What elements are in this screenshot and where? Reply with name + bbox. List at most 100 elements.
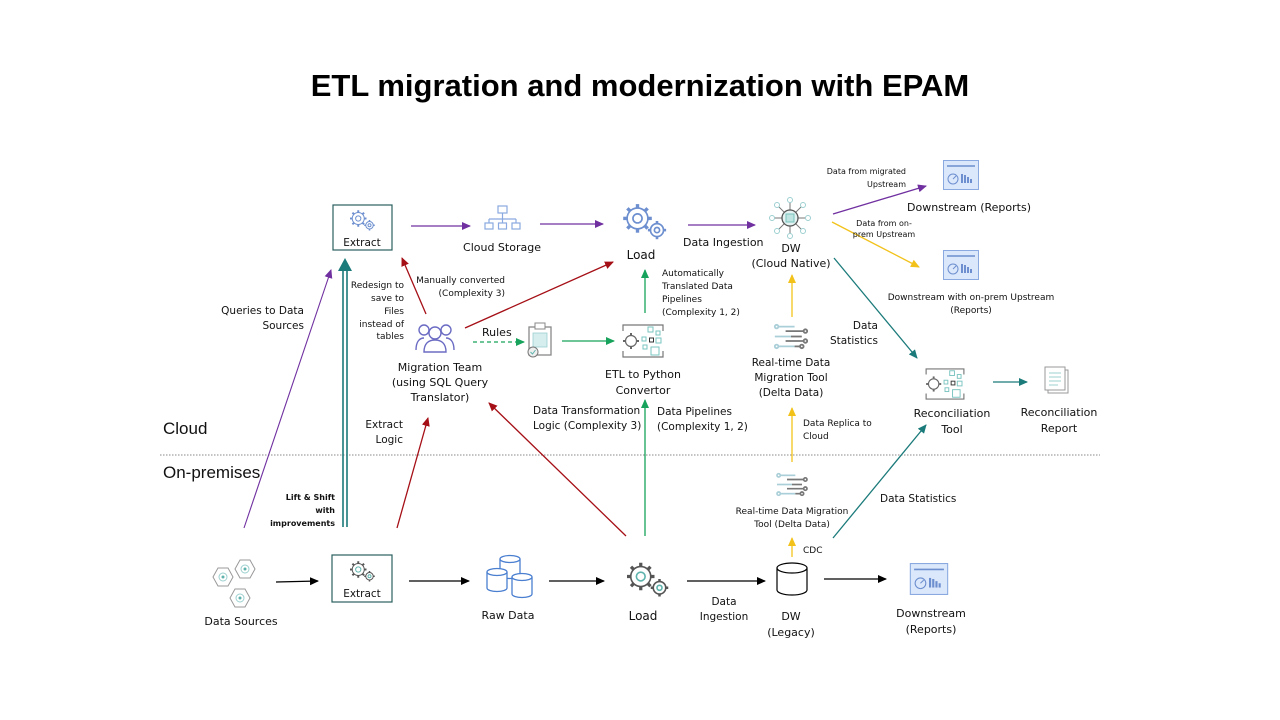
zone-label-cloud: Cloud bbox=[163, 419, 207, 438]
edge-label-lift-shift: Lift & Shift bbox=[286, 493, 335, 502]
node-reconciliation-report[interactable]: Reconciliation Report bbox=[1021, 366, 1098, 435]
edge-label-data-pipelines: Data Pipelines bbox=[657, 406, 732, 418]
stream-icon bbox=[776, 472, 808, 497]
node-load-onprem[interactable]: Load bbox=[625, 561, 670, 623]
edge-queries-to-data-sources bbox=[243, 269, 333, 529]
converter-icon bbox=[925, 367, 965, 401]
node-label: DW bbox=[781, 242, 800, 255]
node-label: Reconciliation bbox=[914, 407, 991, 420]
edge-label-auto-translated: Translated Data bbox=[661, 282, 733, 292]
gears-icon bbox=[621, 202, 668, 241]
edge-label-queries: Sources bbox=[262, 320, 304, 332]
hub-database-icon bbox=[769, 197, 811, 239]
edge-label-from-onprem: prem Upstream bbox=[853, 230, 916, 239]
edge-label-manually-converted: Manually converted bbox=[416, 276, 505, 286]
node-label: Extract bbox=[343, 237, 381, 249]
node-label: Cloud Storage bbox=[463, 241, 541, 254]
edge-label-from-onprem: Data from on- bbox=[856, 219, 912, 228]
node-label: Report bbox=[1041, 422, 1078, 435]
stream-icon bbox=[773, 323, 809, 350]
edge-label-data-replica: Cloud bbox=[803, 432, 829, 442]
node-reconciliation-tool[interactable]: Reconciliation Tool bbox=[914, 367, 991, 436]
node-cloud-storage[interactable]: Cloud Storage bbox=[463, 205, 541, 254]
node-label: Real-time Data bbox=[752, 357, 831, 369]
node-rules-document[interactable] bbox=[527, 322, 552, 358]
node-extract-onprem[interactable]: Extract bbox=[331, 554, 393, 603]
edge-label-data-pipelines: (Complexity 1, 2) bbox=[657, 421, 748, 433]
edge-label-redesign: Files bbox=[384, 307, 404, 317]
node-label: Load bbox=[627, 248, 656, 262]
node-migration-team[interactable]: Migration Team (using SQL Query Translat… bbox=[392, 324, 489, 404]
edge-label-redesign: Redesign to bbox=[351, 281, 405, 291]
node-label: (Reports) bbox=[950, 306, 992, 316]
edge-label-auto-translated: Pipelines bbox=[662, 295, 702, 305]
edge-label-queries: Queries to Data bbox=[221, 305, 304, 317]
page-title: ETL migration and modernization with EPA… bbox=[311, 68, 969, 103]
node-label: DW bbox=[781, 610, 800, 623]
edge-label-extract-logic: Extract bbox=[365, 419, 403, 431]
node-rt-tool-onprem[interactable]: Real-time Data Migration Tool (Delta Dat… bbox=[736, 472, 849, 530]
edge-lift-shift-arrowhead bbox=[338, 258, 352, 271]
edge-label-auto-translated: Automatically bbox=[662, 269, 725, 279]
node-label: Tool (Delta Data) bbox=[753, 520, 830, 530]
edge-label-data-ingestion-onprem: Ingestion bbox=[700, 611, 748, 623]
edge-label-data-ingestion-cloud: Data Ingestion bbox=[683, 236, 764, 249]
edge-label-from-migrated: Upstream bbox=[867, 180, 906, 189]
zone-label-on-premises: On-premises bbox=[163, 463, 260, 482]
node-label: Extract bbox=[343, 588, 381, 600]
edge-label-lift-shift: with bbox=[315, 506, 335, 515]
node-label: Reconciliation bbox=[1021, 406, 1098, 419]
edge-label-rules: Rules bbox=[482, 326, 512, 339]
edge-label-data-statistics-onprem: Data Statistics bbox=[880, 493, 956, 505]
node-label: Downstream with on-prem Upstream bbox=[888, 293, 1055, 303]
edge-label-redesign: instead of bbox=[359, 320, 405, 330]
node-etl-python-convertor[interactable]: ETL to Python Convertor bbox=[605, 323, 681, 397]
edge-label-data-ingestion-onprem: Data bbox=[711, 596, 736, 608]
node-label: ETL to Python bbox=[605, 368, 681, 381]
edge-dw-to-downstream-onprem bbox=[831, 221, 920, 268]
edge-label-cdc: CDC bbox=[803, 546, 823, 556]
edge-labels: Manually converted (Complexity 3) Redesi… bbox=[221, 167, 956, 623]
edge-label-lift-shift: improvements bbox=[270, 519, 335, 528]
node-dw-legacy[interactable]: DW (Legacy) bbox=[767, 562, 815, 639]
dashboard-icon bbox=[943, 250, 979, 280]
edges bbox=[243, 184, 1028, 586]
node-label: (Delta Data) bbox=[759, 387, 824, 399]
report-icon bbox=[1044, 366, 1069, 394]
edge-label-redesign: tables bbox=[377, 332, 405, 342]
edge-label-transformation-logic: Data Transformation bbox=[533, 405, 640, 417]
node-downstream-legacy[interactable]: Downstream (Reports) bbox=[896, 563, 966, 636]
cylinder-icon bbox=[776, 562, 808, 596]
node-load-cloud[interactable]: Load bbox=[621, 202, 668, 262]
node-raw-data[interactable]: Raw Data bbox=[482, 554, 535, 623]
edge-label-from-migrated: Data from migrated bbox=[827, 167, 906, 176]
clipboard-check-icon bbox=[527, 322, 552, 358]
edge-label-extract-logic: Logic bbox=[376, 434, 404, 446]
node-rt-tool-cloud[interactable]: Real-time Data Migration Tool (Delta Dat… bbox=[752, 323, 831, 399]
edge-label-data-statistics-cloud: Statistics bbox=[830, 335, 878, 347]
node-label: Downstream bbox=[896, 607, 966, 620]
edge-label-auto-translated: (Complexity 1, 2) bbox=[662, 308, 740, 318]
node-label: Downstream (Reports) bbox=[907, 201, 1031, 214]
edge-label-data-statistics-cloud: Data bbox=[853, 320, 878, 332]
node-data-sources[interactable]: Data Sources bbox=[204, 559, 278, 628]
converter-icon bbox=[621, 323, 665, 359]
dashboard-icon bbox=[909, 563, 949, 595]
team-icon bbox=[415, 324, 455, 353]
edge-transformation-logic bbox=[488, 402, 627, 537]
node-label: Migration Tool bbox=[754, 372, 827, 384]
edge-sources-to-extract bbox=[275, 577, 319, 586]
node-label: Raw Data bbox=[482, 609, 535, 622]
edge-dw-to-downstream bbox=[832, 184, 927, 215]
node-downstream-reports[interactable]: Downstream (Reports) bbox=[907, 160, 1031, 215]
edge-label-transformation-logic: Logic (Complexity 3) bbox=[533, 420, 641, 432]
edge-label-redesign: save to bbox=[371, 294, 404, 304]
node-label: Migration Team bbox=[398, 361, 482, 374]
dashboard-icon bbox=[943, 160, 979, 190]
node-extract-cloud[interactable]: Extract bbox=[332, 204, 393, 251]
node-label: Load bbox=[629, 609, 658, 623]
hexagon-sensors-icon bbox=[212, 559, 256, 608]
node-dw-cloud[interactable]: DW (Cloud Native) bbox=[751, 197, 831, 271]
node-downstream-onprem-upstream[interactable]: Downstream with on-prem Upstream (Report… bbox=[888, 250, 1055, 317]
